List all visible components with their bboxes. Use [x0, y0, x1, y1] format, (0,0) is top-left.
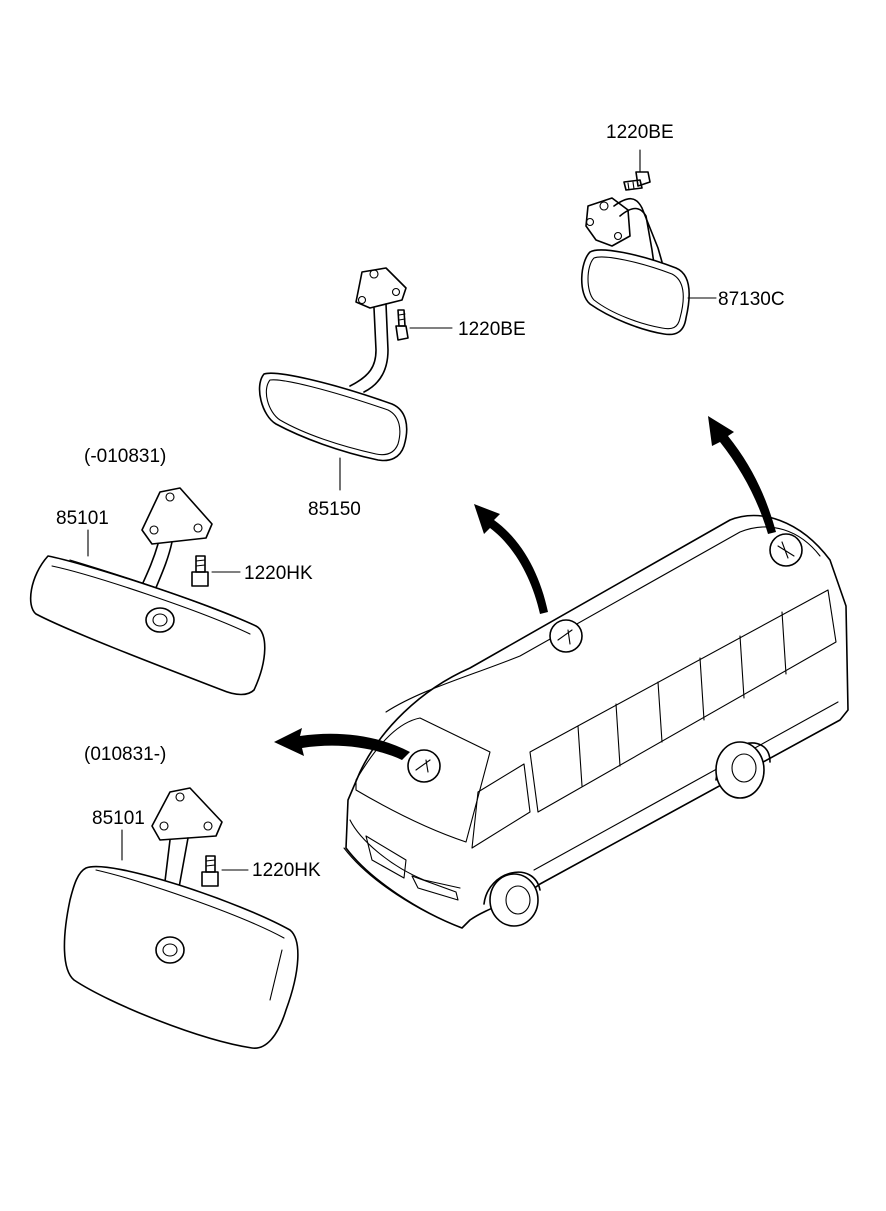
label-mirror-85150: 85150 [308, 499, 361, 520]
arrow-icon [474, 504, 548, 614]
bus-icon [343, 514, 849, 929]
mirror-85101-old-icon [29, 487, 266, 696]
label-bolt-old: 1220HK [244, 563, 313, 584]
label-mirror-85101-old: 85101 [56, 508, 109, 529]
bolt-icon [201, 855, 219, 887]
bolt-icon [623, 171, 651, 191]
label-mirror-85101-new: 85101 [92, 808, 145, 829]
bolt-icon [395, 309, 409, 341]
label-bolt-mid: 1220BE [458, 319, 526, 340]
label-bolt-top: 1220BE [606, 122, 674, 143]
mirror-85150-icon [258, 267, 408, 462]
mirror-87130c-icon [580, 197, 690, 336]
arrow-icon [274, 728, 410, 760]
label-range-old: (-010831) [84, 446, 166, 467]
label-mirror-87130c: 87130C [718, 289, 785, 310]
label-bolt-new: 1220HK [252, 860, 321, 881]
arrow-icon [708, 416, 776, 534]
mirror-85101-new-icon [63, 787, 299, 1049]
bolt-icon [191, 555, 209, 587]
label-range-new: (010831-) [84, 744, 166, 765]
